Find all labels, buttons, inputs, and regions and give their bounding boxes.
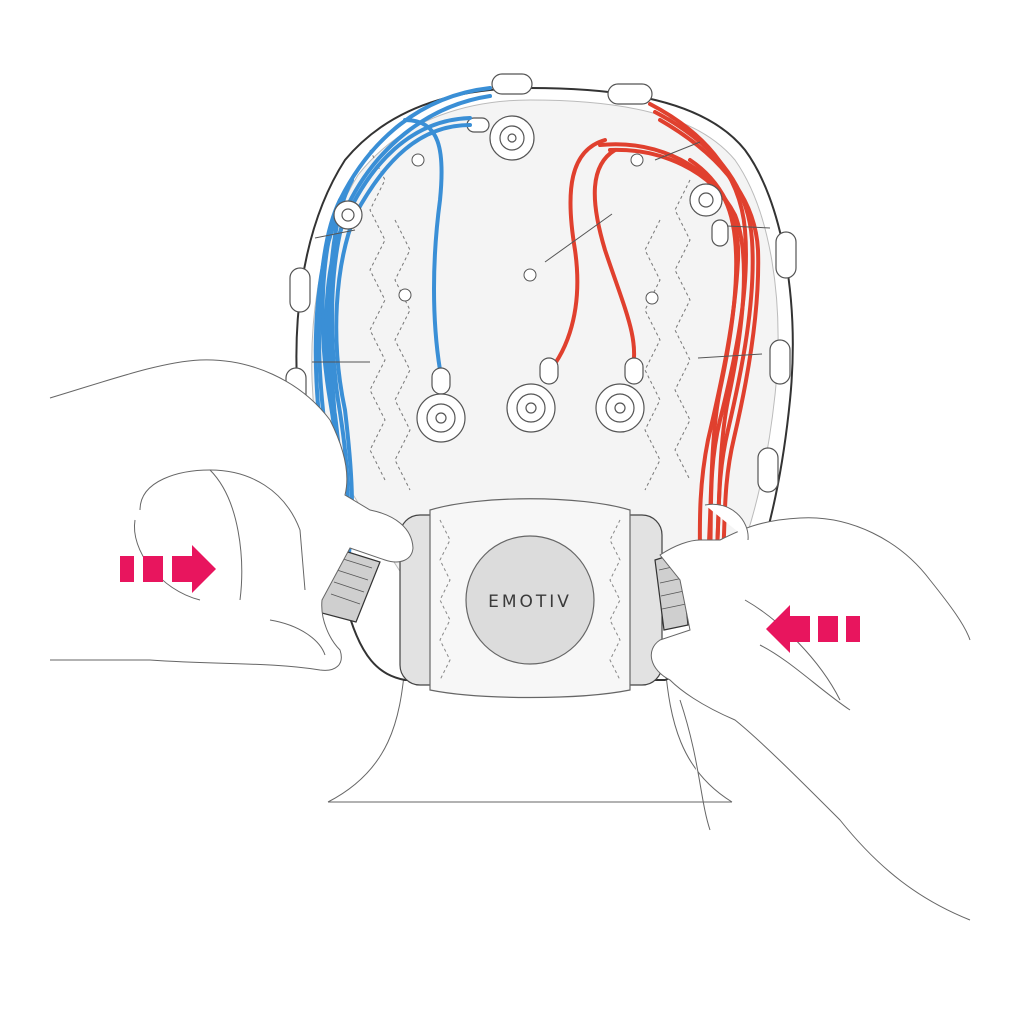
left-hand [49, 359, 414, 671]
electrodes [333, 115, 723, 443]
right-hand [650, 503, 971, 921]
electrode-right-upper [689, 183, 723, 217]
electrode-top [489, 115, 535, 161]
cap-stitching [369, 149, 691, 491]
cable-ties [312, 141, 771, 363]
electrode-back-center [506, 383, 556, 433]
emotiv-badge [465, 535, 595, 665]
control-module: EMOTIV [399, 498, 663, 699]
brand-logo-text: EMOTIV [488, 592, 572, 612]
electrode-back-left [416, 393, 466, 443]
electrode-back-right [595, 383, 645, 433]
electrode-left-upper [333, 200, 363, 230]
right-cable-tips [539, 357, 644, 385]
neck [327, 664, 733, 803]
arrow-right-icon [120, 545, 216, 593]
cap-holes [398, 153, 659, 305]
arrow-left-icon [766, 605, 860, 653]
